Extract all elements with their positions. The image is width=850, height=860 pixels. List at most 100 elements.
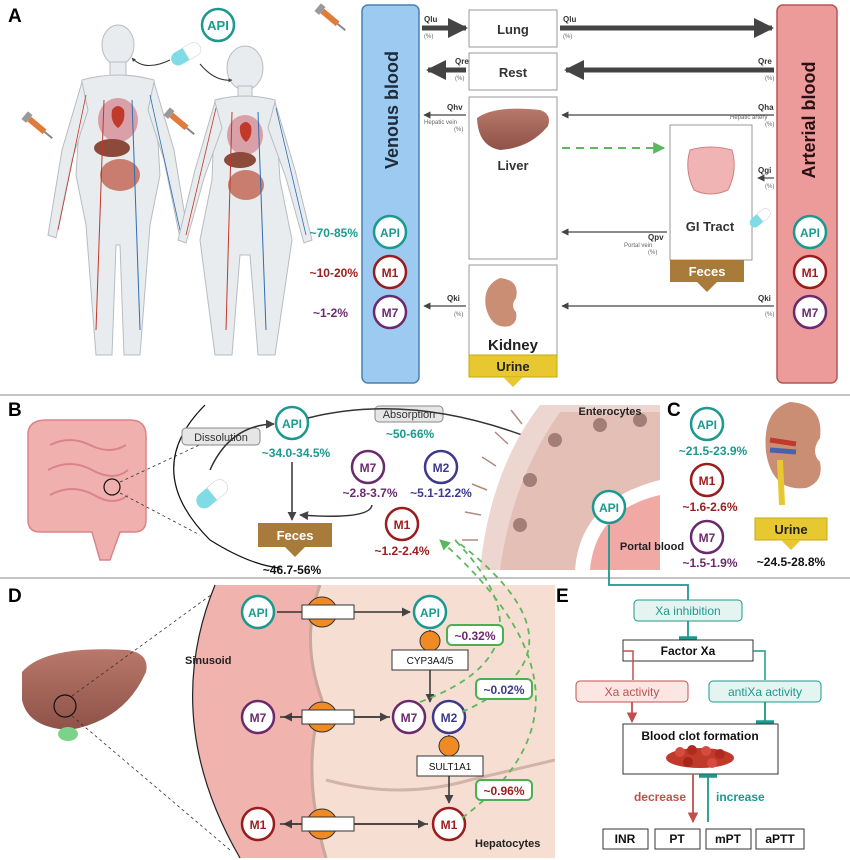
m1-value-b: ~1.2-2.4%: [374, 544, 429, 558]
api-circle-c-label: API: [697, 418, 717, 432]
panel-c: C API ~21.5-23.9% M1 ~1.6-2.6% M7 ~1.5-1…: [667, 400, 828, 570]
frac-tag-m1: [475, 779, 533, 801]
arterial-blood-column: [776, 4, 838, 384]
test-box-aptt: [755, 828, 805, 850]
lung-label: Lung: [497, 22, 529, 37]
portal-blood-label: Portal blood: [620, 541, 684, 553]
m7-circle-hepatocyte: [391, 699, 427, 735]
flow-label-qre-1: Qre: [455, 57, 469, 66]
m2-circle-hepatocyte-label: M2: [441, 711, 458, 725]
m7-circle-c: [689, 519, 725, 555]
m7-circle-venous: [372, 294, 408, 330]
flow-label-qha: Qha: [758, 103, 774, 112]
feces-tag-b: [258, 523, 332, 547]
api-circle-venous: [372, 214, 408, 250]
cyp-enzyme-box: [391, 649, 469, 671]
urine-tag-a-label: Urine: [496, 359, 529, 374]
test-aptt: aPTT: [765, 832, 795, 846]
plasma-share-m7: ~1-2%: [313, 306, 348, 320]
m2-value-b: ~5.1-12.2%: [410, 486, 472, 500]
flow-pct: (%): [648, 250, 657, 256]
xa-activity-label: Xa activity: [605, 685, 660, 699]
m7-circle-arterial: [792, 294, 828, 330]
membrane-channel: [301, 816, 355, 832]
panel-label-c: C: [667, 400, 681, 421]
return-path-m7: [419, 539, 501, 703]
test-boxes: INR PT mPT aPTT: [602, 828, 805, 850]
increase-label: increase: [716, 790, 765, 804]
m7-circle-c-label: M7: [699, 531, 716, 545]
m1-circle-b: [384, 506, 420, 542]
gi-tract-label: GI Tract: [686, 219, 735, 234]
api-urine-value: ~21.5-23.9%: [679, 444, 748, 458]
api-circle-sinusoid: [240, 594, 276, 630]
m1-circle-sinusoid-label: M1: [250, 818, 267, 832]
test-mpt: mPT: [715, 832, 742, 846]
kidney-icon-c: [765, 402, 821, 506]
membrane-channel: [301, 604, 355, 620]
m7-circle-arterial-label: M7: [802, 306, 819, 320]
flow-pct: (%): [454, 312, 463, 318]
sult-enzyme-box: [416, 755, 484, 777]
api-circle-b: [274, 405, 310, 441]
urine-total-value: ~24.5-28.8%: [757, 555, 826, 569]
m1-circle-venous-label: M1: [382, 266, 399, 280]
flow-label-qki-1: Qki: [447, 294, 460, 303]
panel-a: A: [8, 3, 838, 387]
m7-circle-venous-label: M7: [382, 306, 399, 320]
flow-label-qhv: Qhv: [447, 103, 463, 112]
panel-d: D Sinusoid Hepatocytes API API CYP3A4/5: [8, 539, 555, 859]
m7-circle-sinusoid-label: M7: [250, 711, 267, 725]
frac-tag-m2: [475, 678, 533, 700]
test-inr: INR: [615, 832, 636, 846]
test-pt: PT: [669, 832, 685, 846]
test-box-pt: [654, 828, 701, 850]
test-box-inr: [602, 828, 649, 850]
api-circle-c: [689, 406, 725, 442]
flow-pct: (%): [765, 122, 774, 128]
api-circle-portal-label: API: [599, 501, 619, 515]
hepatic-artery-note: Hepatic artery: [730, 115, 767, 121]
syringe-icon: [314, 3, 346, 32]
m2-circle-hepatocyte: [431, 699, 467, 735]
pill-icon: [171, 42, 202, 66]
api-circle-b-label: API: [282, 417, 302, 431]
female-organs: [185, 107, 307, 331]
api-circle-venous-label: API: [380, 226, 400, 240]
m7-circle-b-label: M7: [360, 461, 377, 475]
enterocyte-wall: [462, 405, 660, 570]
m1-urine-value: ~1.6-2.6%: [682, 500, 737, 514]
m2-circle-b: [423, 449, 459, 485]
api-dissolved-value: ~34.0-34.5%: [262, 446, 331, 460]
api-badge-a: [200, 7, 236, 43]
feces-tag-b-label: Feces: [277, 528, 314, 543]
plasma-share-m1: ~10-20%: [310, 266, 359, 280]
panel-b: B Dissolution API ~34.0-34.5% Absorption…: [8, 400, 684, 577]
flow-pct: (%): [765, 76, 774, 82]
absorbed-value: ~50-66%: [386, 427, 435, 441]
xa-inhibition-label: Xa inhibition: [655, 604, 720, 618]
api-circle-portal: [591, 489, 627, 525]
flow-pct: (%): [424, 34, 433, 40]
flow-label-qgi: Qgi: [758, 166, 771, 175]
liver-icon: [477, 108, 549, 150]
urine-tag-c-label: Urine: [774, 522, 807, 537]
frac-tag-m7: [446, 624, 504, 646]
kidney-icon: [485, 278, 517, 327]
m1-circle-sinusoid: [240, 806, 276, 842]
intestine-illustration: [27, 419, 147, 561]
flow-pct: (%): [454, 127, 463, 133]
blood-clot-icon: [666, 745, 734, 768]
m1-circle-hepatocyte: [431, 806, 467, 842]
cyp-enzyme-icon: [419, 630, 441, 652]
m7-circle-sinusoid: [240, 699, 276, 735]
pill-icon: [196, 479, 228, 509]
m2-circle-b-label: M2: [433, 461, 450, 475]
m7-urine-value: ~1.5-1.9%: [682, 556, 737, 570]
rest-label: Rest: [499, 65, 528, 80]
membrane-channel: [301, 709, 355, 725]
decrease-label: decrease: [634, 790, 686, 804]
venous-blood-column: [361, 4, 420, 384]
venous-blood-label: Venous blood: [382, 51, 402, 169]
